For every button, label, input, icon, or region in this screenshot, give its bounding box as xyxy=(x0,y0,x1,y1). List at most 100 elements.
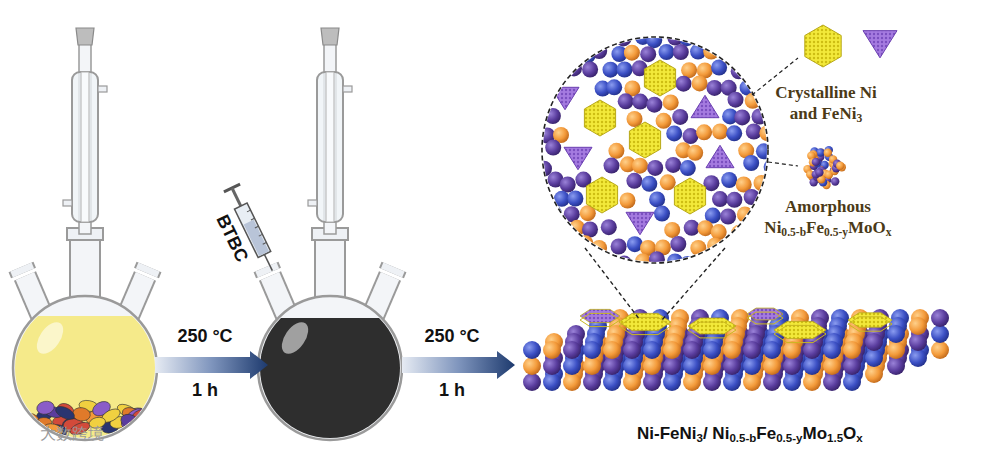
atom-ball xyxy=(865,333,883,351)
atom-ball xyxy=(746,124,762,140)
crystal-plate xyxy=(688,318,736,334)
atom-ball xyxy=(608,143,624,159)
condenser-nozzle xyxy=(98,86,107,92)
atom-ball xyxy=(566,60,582,76)
atom-ball xyxy=(843,373,861,391)
condenser-inner xyxy=(326,72,334,222)
atom-ball xyxy=(683,341,701,359)
atom-ball xyxy=(726,192,742,208)
atom-ball xyxy=(711,60,727,76)
atom-ball xyxy=(684,220,700,236)
atom-ball xyxy=(570,256,586,272)
amorphous-cluster xyxy=(803,146,846,189)
atom-ball xyxy=(931,325,949,343)
atom-ball xyxy=(626,173,642,189)
atom-ball xyxy=(720,209,736,225)
atom-ball xyxy=(572,33,588,49)
atom-ball xyxy=(649,251,665,267)
condenser-nozzle xyxy=(63,200,72,206)
atom-ball xyxy=(712,33,728,49)
atom-ball xyxy=(931,309,949,327)
atom-ball xyxy=(539,252,555,268)
precursor-particle xyxy=(54,404,77,422)
atom-ball xyxy=(643,373,661,391)
atom-ball xyxy=(660,174,676,190)
atom-ball xyxy=(909,349,927,367)
syringe-tick xyxy=(247,210,251,212)
atom-ball xyxy=(712,191,728,207)
zoom-ground xyxy=(542,37,768,263)
atom-ball xyxy=(563,373,581,391)
atom-ball xyxy=(763,373,781,391)
atom-ball xyxy=(887,357,905,375)
atom-ball xyxy=(643,357,661,375)
atom-ball xyxy=(692,75,708,91)
atom-ball xyxy=(803,341,821,359)
atom-ball xyxy=(666,125,682,141)
atom-ball xyxy=(534,192,550,208)
atom-ball xyxy=(703,44,719,60)
atom-ball xyxy=(754,175,770,191)
atom-ball xyxy=(676,76,692,92)
zoom-content xyxy=(534,29,786,273)
crystal-plate-edge xyxy=(848,317,892,331)
atom-ball xyxy=(769,49,785,65)
atom-ball xyxy=(723,357,741,375)
atom-ball xyxy=(763,357,781,375)
atom-ball xyxy=(752,48,768,64)
condenser-nozzle xyxy=(308,200,317,206)
crystal-plate xyxy=(774,321,826,338)
atom-ball xyxy=(615,30,631,46)
atom-ball xyxy=(746,60,762,76)
atom-ball xyxy=(601,219,617,235)
atom-ball xyxy=(603,373,621,391)
atom-ball xyxy=(603,357,621,375)
atom-ball xyxy=(564,206,580,222)
temperature-label: 250 °C xyxy=(150,326,260,347)
atom-ball xyxy=(546,48,562,64)
atom-ball xyxy=(543,341,561,359)
atom-ball xyxy=(641,176,657,192)
atom-ball xyxy=(538,61,554,77)
crystal-plate xyxy=(619,313,671,330)
atom-ball xyxy=(659,44,675,60)
atom-ball xyxy=(909,333,927,351)
legend-leader xyxy=(768,162,798,166)
atom-ball xyxy=(719,241,735,257)
atom-ball xyxy=(550,254,566,270)
zoom-border xyxy=(542,37,768,263)
atom-ball xyxy=(823,357,841,375)
atom-ball xyxy=(815,168,823,176)
atom-ball xyxy=(723,341,741,359)
atom-ball xyxy=(601,30,617,46)
atom-ball xyxy=(546,205,562,221)
atom-ball xyxy=(618,93,634,109)
crystal-plate-edge xyxy=(688,322,736,338)
atom-ball xyxy=(663,341,681,359)
atom-ball xyxy=(623,373,641,391)
time-label: 1 h xyxy=(150,380,260,401)
atom-ball xyxy=(665,157,681,173)
atom-ball xyxy=(587,32,603,48)
atom-ball xyxy=(606,79,622,95)
atom-ball xyxy=(543,373,561,391)
catalyst-slab xyxy=(523,308,949,391)
atom-ball xyxy=(632,158,648,174)
atom-ball xyxy=(823,373,841,391)
atom-ball xyxy=(712,124,728,140)
neck-joint xyxy=(147,267,150,273)
atom-ball xyxy=(663,373,681,391)
atom-ball xyxy=(783,373,801,391)
atom-ball xyxy=(550,63,566,79)
precursor-particle xyxy=(119,411,143,432)
round-bottom-flask xyxy=(10,28,160,453)
atom-ball xyxy=(758,255,774,271)
atom-ball xyxy=(697,31,713,47)
syringe-tick xyxy=(255,226,259,228)
atom-ball xyxy=(726,125,742,141)
atom-ball xyxy=(663,357,681,375)
atom-ball xyxy=(695,254,711,270)
atom-ball xyxy=(824,149,832,157)
atom-ball xyxy=(703,373,721,391)
atom-ball xyxy=(654,206,670,222)
